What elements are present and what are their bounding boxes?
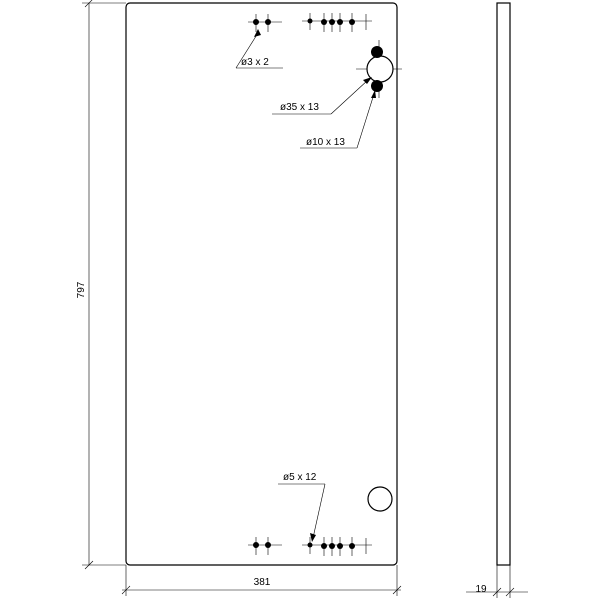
callout-hinge-screw: ø10 x 13 xyxy=(300,90,376,149)
thickness-dimension-label: 19 xyxy=(475,584,487,595)
height-dimension-label: 797 xyxy=(76,281,87,298)
callout-handle-hole: ø5 x 12 xyxy=(278,472,326,542)
height-dimension: 797 xyxy=(76,0,126,570)
callout-pin-holes: ø3 x 2 xyxy=(235,29,283,69)
thickness-dimension: 19 xyxy=(466,565,528,598)
bottom-hinge-screw-holes xyxy=(302,537,372,556)
width-dimension-label: 381 xyxy=(254,577,271,588)
callout-hinge-cup-label: ø35 x 13 xyxy=(280,102,319,113)
callout-pin-holes-label: ø3 x 2 xyxy=(241,57,269,68)
width-dimension: 381 xyxy=(121,565,402,596)
bottom-left-pin-holes xyxy=(248,537,282,555)
top-hinge-screw-holes xyxy=(302,13,372,32)
callout-handle-hole-label: ø5 x 12 xyxy=(283,472,317,483)
door-front-panel xyxy=(125,2,398,566)
door-side-panel xyxy=(496,2,511,566)
top-left-pin-holes xyxy=(248,14,282,32)
hinge-cup-hole xyxy=(356,40,402,98)
callout-hinge-screw-label: ø10 x 13 xyxy=(306,137,345,148)
callout-hinge-cup: ø35 x 13 xyxy=(272,77,372,115)
handle-hole xyxy=(367,486,393,512)
